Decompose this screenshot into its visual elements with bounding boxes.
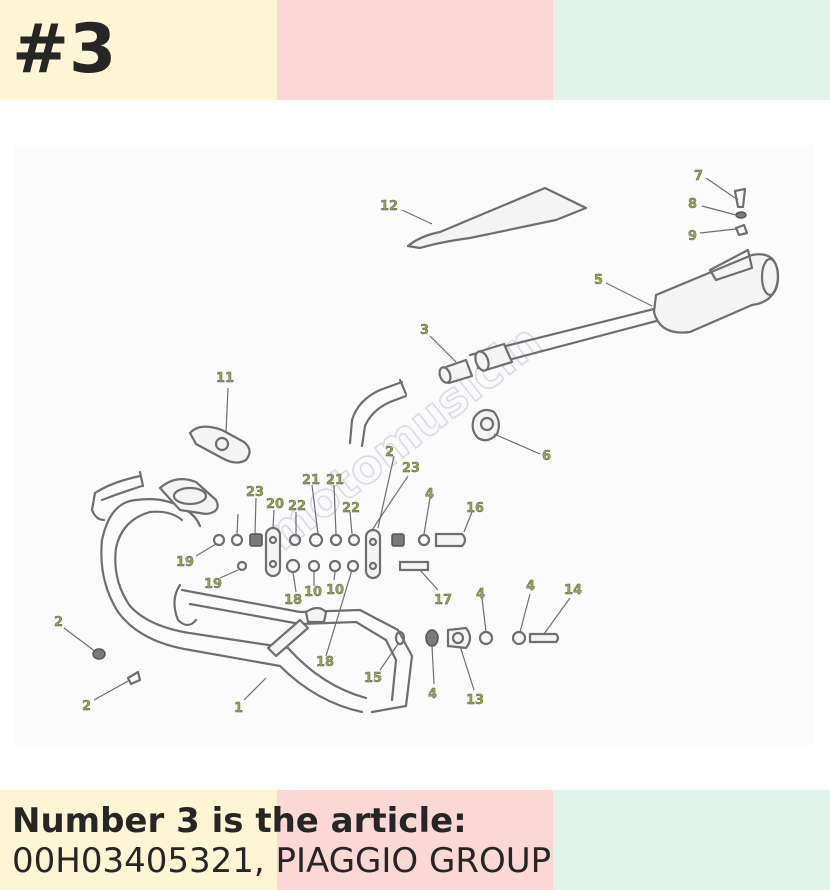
band-mint-segment-bottom — [553, 790, 830, 890]
article-code: 00H03405321 — [12, 841, 254, 881]
callout-18-lower: 18 — [316, 655, 334, 670]
callout-12: 12 — [380, 199, 398, 214]
callout-23-right: 23 — [402, 461, 420, 476]
band-pink-segment-bottom — [276, 790, 554, 890]
callout-10-right: 10 — [326, 583, 344, 598]
callout-14: 14 — [564, 583, 582, 598]
band-pink-segment — [276, 0, 554, 100]
callout-21-left: 21 — [302, 473, 320, 488]
article-value: 00H03405321, PIAGGIO GROUP — [12, 840, 551, 882]
callout-4-mid: 4 — [476, 587, 485, 602]
callout-1: 1 — [234, 701, 243, 716]
callout-2-upper-left: 2 — [54, 615, 63, 630]
top-color-band — [0, 0, 830, 100]
callout-numbers: 12 7 8 9 5 3 11 2 23 6 4 16 21 21 22 22 … — [54, 169, 703, 716]
bottom-color-band — [0, 790, 830, 890]
callout-5: 5 — [594, 273, 603, 288]
band-yellow-segment — [0, 0, 277, 100]
callout-2-pipe: 2 — [385, 445, 394, 460]
callout-19-lower: 19 — [204, 577, 222, 592]
exhaust-header — [90, 470, 414, 714]
callout-23-left: 23 — [246, 485, 264, 500]
bracket-plate-left — [264, 526, 282, 578]
callout-13: 13 — [466, 693, 484, 708]
callout-7: 7 — [694, 169, 703, 184]
band-mint-segment — [553, 0, 830, 100]
callout-10-left: 10 — [304, 585, 322, 600]
callout-22-left: 22 — [288, 499, 306, 514]
article-label: Number 3 is the article: — [12, 801, 467, 841]
heat-shield — [406, 186, 588, 250]
exploded-parts-diagram: motomusicin — [15, 145, 815, 745]
callout-18-upper: 18 — [284, 593, 302, 608]
callout-15: 15 — [364, 671, 382, 686]
nut-9 — [734, 223, 749, 237]
leader-lines — [63, 177, 739, 701]
callout-6: 6 — [542, 449, 551, 464]
callout-20: 20 — [266, 497, 284, 512]
exhaust-clamp — [471, 408, 501, 442]
part-number-heading: #3 — [12, 10, 117, 89]
callout-4-lower: 4 — [428, 687, 437, 702]
callout-17: 17 — [434, 593, 452, 608]
gasket — [188, 425, 251, 464]
callout-2-lower-left: 2 — [82, 699, 91, 714]
callout-16: 16 — [466, 501, 484, 516]
coupling-sleeve — [438, 342, 514, 385]
callout-9: 9 — [688, 229, 697, 244]
band-yellow-segment-bottom — [0, 790, 277, 890]
callout-21-right: 21 — [326, 473, 344, 488]
link-pipe — [348, 380, 408, 448]
callout-4-right: 4 — [526, 579, 535, 594]
callout-3-highlight: 3 — [420, 323, 429, 338]
callout-11: 11 — [216, 371, 234, 386]
callout-8: 8 — [688, 197, 697, 212]
callout-19-upper: 19 — [176, 555, 194, 570]
washer-8 — [735, 211, 747, 219]
screw-7 — [733, 187, 747, 209]
callout-4-upper: 4 — [425, 487, 434, 502]
small-hardware — [92, 532, 560, 686]
callout-22-right: 22 — [342, 501, 360, 516]
bracket-plate-right — [364, 528, 382, 580]
article-maker: , PIAGGIO GROUP — [253, 841, 552, 881]
